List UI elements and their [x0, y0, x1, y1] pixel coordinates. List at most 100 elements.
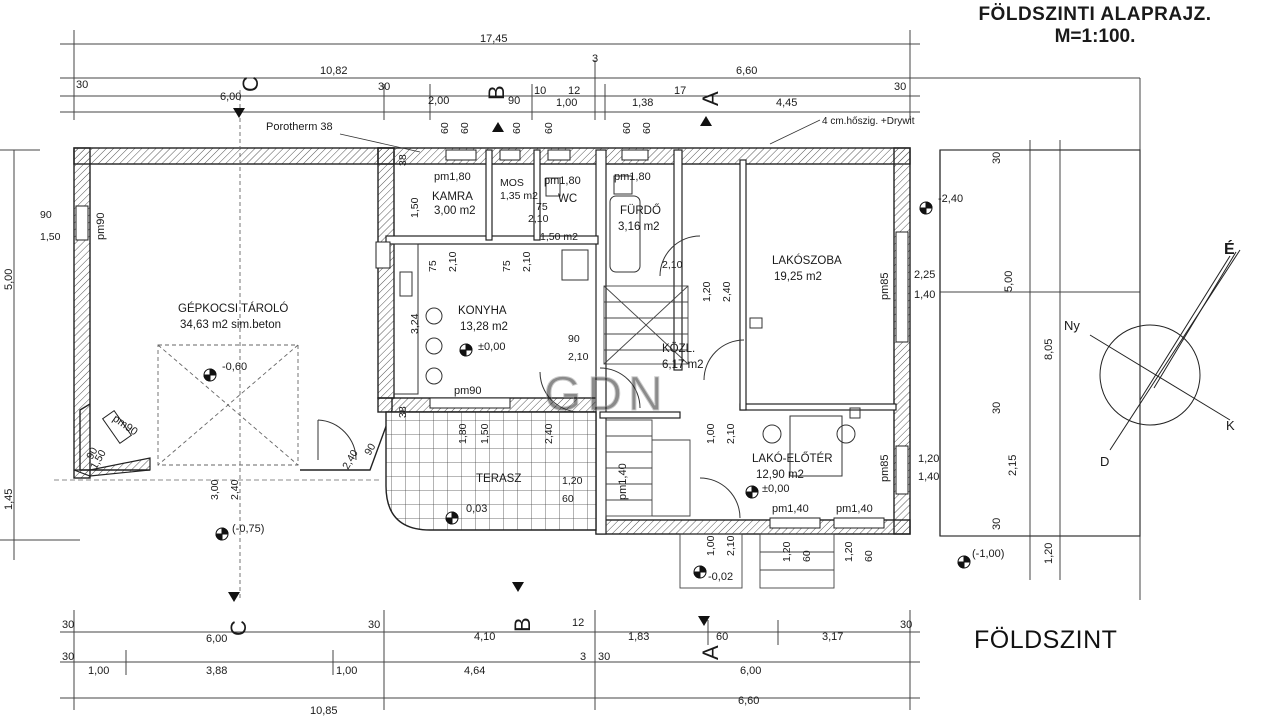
room-area: 1,35 m2 — [500, 190, 538, 202]
svg-text:1,00: 1,00 — [556, 97, 577, 109]
svg-text:3: 3 — [592, 53, 598, 65]
svg-text:30: 30 — [991, 402, 1003, 414]
svg-text:1,83: 1,83 — [628, 631, 649, 643]
svg-text:É: É — [1224, 239, 1235, 258]
svg-text:2,40: 2,40 — [340, 448, 361, 472]
dimension-text-interior: 60 60 60 60 60 60 38 38 1,50 90 1,50 2,1… — [40, 122, 875, 562]
svg-text:60: 60 — [641, 122, 653, 134]
svg-text:60: 60 — [439, 122, 451, 134]
level-markers — [203, 201, 971, 579]
title-line-1: FÖLDSZINTI ALAPRAJZ. — [978, 4, 1212, 25]
svg-text:10,82: 10,82 — [320, 65, 348, 77]
room-name: KÖZL. — [662, 343, 695, 355]
svg-text:90: 90 — [362, 441, 378, 457]
svg-text:3,17: 3,17 — [822, 631, 843, 643]
svg-text:3,00: 3,00 — [209, 479, 221, 500]
room-area: 3,16 m2 — [618, 221, 660, 233]
svg-text:90: 90 — [508, 95, 520, 107]
svg-text:Ny: Ny — [1064, 318, 1080, 333]
living-room-objects — [749, 317, 861, 477]
dimension-text-top: 17,45 10,82 6,60 6,00 2,00 4,45 1,38 1,0… — [76, 33, 797, 109]
svg-text:A: A — [698, 645, 723, 660]
svg-text:4,45: 4,45 — [776, 97, 797, 109]
svg-text:D: D — [1100, 454, 1109, 469]
level-label: -2,40 — [938, 193, 963, 205]
svg-text:10: 10 — [534, 85, 546, 97]
notes: Porotherm 38 4 cm.hőszig. +Drywit — [266, 116, 915, 133]
room-area: 13,28 m2 — [460, 321, 508, 333]
dimension-text-sides: 5,00 8,05 2,15 1,20 30 30 30 2,25 1,40 1… — [3, 152, 1055, 564]
svg-text:1,50: 1,50 — [40, 231, 61, 243]
svg-text:30: 30 — [378, 81, 390, 93]
svg-text:30: 30 — [900, 619, 912, 631]
porotherm-note: Porotherm 38 — [266, 121, 333, 133]
floor-label: FÖLDSZINT — [974, 626, 1118, 654]
svg-text:60: 60 — [543, 122, 555, 134]
svg-text:C: C — [226, 620, 251, 636]
dimension-lines-bottom — [60, 610, 920, 710]
level-label: (-0,75) — [232, 523, 264, 535]
room-name: MOS — [500, 177, 524, 189]
svg-text:90: 90 — [84, 445, 100, 461]
terrace-outline-right — [939, 149, 1141, 537]
room-area: 3,00 m2 — [434, 205, 476, 217]
level-label: -0,60 — [222, 361, 247, 373]
room-area: 1,50 m2 — [540, 231, 578, 243]
drawing-title: FÖLDSZINTI ALAPRAJZ. M=1:100. — [920, 4, 1270, 48]
room-name: KAMRA — [432, 191, 473, 203]
svg-text:1,45: 1,45 — [3, 489, 15, 510]
svg-text:38: 38 — [397, 154, 409, 166]
svg-text:1,20: 1,20 — [701, 281, 713, 302]
svg-text:3,88: 3,88 — [206, 665, 227, 677]
watermark: GDN — [544, 368, 669, 421]
svg-text:8,05: 8,05 — [1043, 339, 1055, 360]
svg-text:30: 30 — [62, 619, 74, 631]
svg-text:1,20: 1,20 — [781, 541, 793, 562]
svg-text:30: 30 — [991, 152, 1003, 164]
svg-text:1,20: 1,20 — [918, 453, 939, 465]
svg-text:1,50: 1,50 — [479, 423, 491, 444]
garage-details — [157, 90, 299, 600]
svg-text:30: 30 — [894, 81, 906, 93]
svg-text:60: 60 — [511, 122, 523, 134]
svg-text:2,10: 2,10 — [521, 251, 533, 272]
svg-text:B: B — [510, 617, 535, 632]
terrace-floor — [385, 411, 597, 531]
svg-text:60: 60 — [459, 122, 471, 134]
svg-text:pm85: pm85 — [879, 272, 891, 300]
stairs — [603, 285, 691, 517]
dimension-text-bottom: 10,85 6,60 6,00 4,10 4,64 1,00 3,88 1,00… — [62, 617, 912, 717]
svg-text:pm90: pm90 — [95, 212, 107, 240]
svg-text:A: A — [698, 91, 723, 106]
svg-text:4,64: 4,64 — [464, 665, 485, 677]
svg-text:K: K — [1226, 418, 1235, 433]
svg-text:1,40: 1,40 — [918, 471, 939, 483]
svg-text:pm1,80: pm1,80 — [544, 175, 581, 187]
svg-text:B: B — [484, 85, 509, 100]
level-label: (-1,00) — [972, 548, 1004, 560]
svg-text:pm1,40: pm1,40 — [617, 463, 629, 500]
floor-label-box: FÖLDSZINT — [928, 608, 1280, 727]
svg-text:2,15: 2,15 — [1007, 455, 1019, 476]
room-name: GÉPKOCSI TÁROLÓ — [178, 302, 288, 315]
svg-text:pm90: pm90 — [454, 385, 482, 397]
svg-text:30: 30 — [991, 518, 1003, 530]
door-swings — [317, 235, 745, 519]
svg-text:17,45: 17,45 — [480, 33, 508, 45]
svg-text:2,10: 2,10 — [528, 213, 549, 225]
room-area: 6,17 m2 — [662, 359, 704, 371]
svg-text:pm85: pm85 — [879, 454, 891, 482]
room-area: 12,90 m2 — [756, 469, 804, 481]
svg-text:pm1,40: pm1,40 — [772, 503, 809, 515]
svg-text:pm1,80: pm1,80 — [614, 171, 651, 183]
svg-text:5,00: 5,00 — [1003, 271, 1015, 292]
insulation-note: 4 cm.hőszig. +Drywit — [822, 116, 915, 127]
svg-text:1,40: 1,40 — [914, 289, 935, 301]
svg-text:60: 60 — [801, 550, 813, 562]
svg-text:pm1,40: pm1,40 — [836, 503, 873, 515]
svg-text:1,20: 1,20 — [1043, 543, 1055, 564]
level-label: -0,02 — [708, 571, 733, 583]
svg-text:60: 60 — [716, 631, 728, 643]
svg-text:pm1,80: pm1,80 — [434, 171, 471, 183]
